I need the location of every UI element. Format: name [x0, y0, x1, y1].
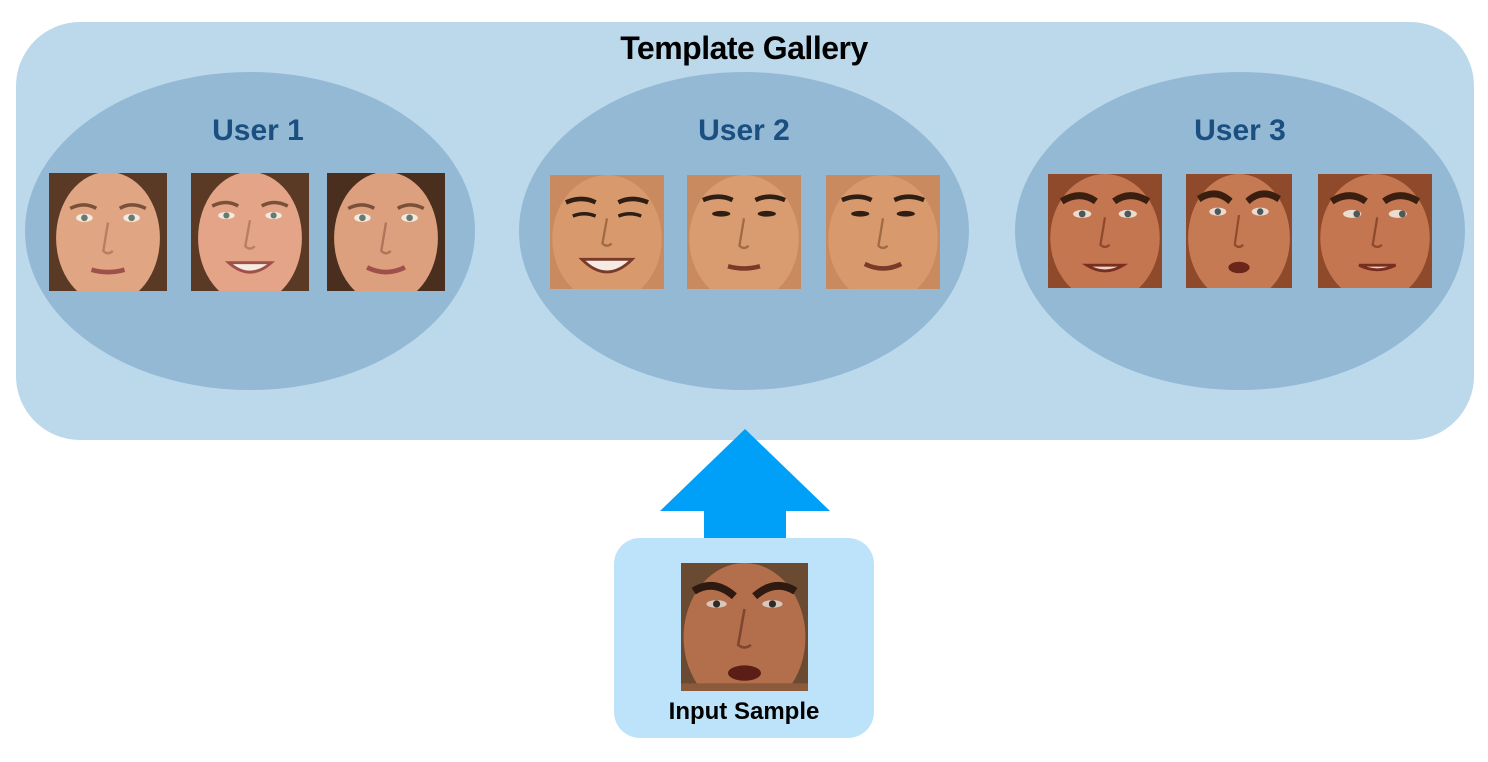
user-2-face-1 [550, 175, 664, 289]
up-arrow-icon [660, 429, 830, 541]
male-face-icon [687, 175, 801, 289]
male-face-icon [826, 175, 940, 289]
user-1-title: User 1 [212, 114, 304, 147]
user-2-face-2 [687, 175, 801, 289]
user-3-face-2 [1186, 174, 1292, 288]
input-sample-label: Input Sample [668, 698, 820, 725]
user-2-face-3 [826, 175, 940, 289]
male-face-icon [1186, 174, 1292, 288]
user-2-title: User 2 [698, 114, 790, 147]
user-3-title: User 3 [1194, 114, 1286, 147]
user-3-face-1 [1048, 174, 1162, 288]
female-face-icon [327, 173, 445, 291]
gallery-title: Template Gallery [620, 30, 868, 66]
male-face-icon [1048, 174, 1162, 288]
user-1-face-3 [327, 173, 445, 291]
user-1-face-2 [191, 173, 309, 291]
user-3-face-3 [1318, 174, 1432, 288]
input-sample-face [681, 563, 808, 691]
user-1-face-1 [49, 173, 167, 291]
male-face-icon [681, 563, 808, 691]
male-face-icon [550, 175, 664, 289]
female-face-icon [191, 173, 309, 291]
female-face-icon [49, 173, 167, 291]
male-face-icon [1318, 174, 1432, 288]
